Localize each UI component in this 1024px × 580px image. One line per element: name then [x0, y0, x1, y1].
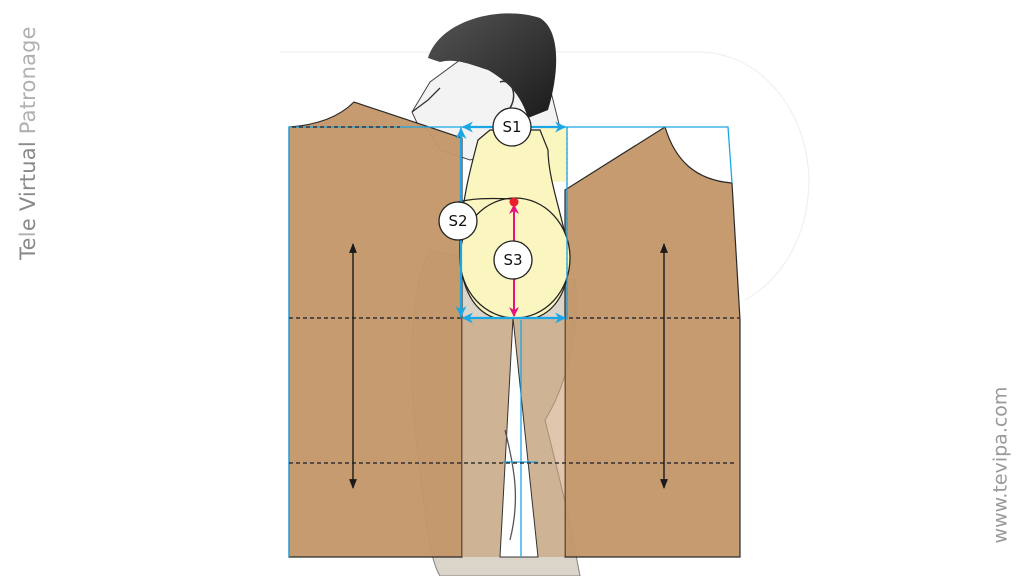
sleeve-cap-point	[509, 197, 519, 207]
label-s2: S2	[438, 201, 478, 241]
brand-left-part-3: e	[16, 211, 40, 232]
label-s3: S3	[493, 240, 533, 280]
website-url: www.tevipa.com	[989, 386, 1011, 544]
label-s1: S1	[492, 107, 532, 147]
label-s3-text: S3	[503, 251, 522, 269]
brand-vertical-right: www.tevipa.com	[978, 360, 1022, 570]
label-s1-text: S1	[502, 118, 521, 136]
brand-vertical-left: Tele Virtual Patronage	[2, 8, 54, 278]
right-pattern-piece	[564, 126, 741, 558]
label-s2-text: S2	[448, 212, 467, 230]
dart	[499, 317, 539, 558]
brand-left-part-5: Patronage	[16, 26, 40, 135]
left-pattern-piece	[288, 101, 463, 558]
brand-left-part-4: Virtual	[16, 134, 40, 212]
brand-left-part-2: l	[16, 231, 40, 238]
brand-left-part-1: Te	[16, 237, 40, 260]
background-arc	[280, 51, 810, 301]
